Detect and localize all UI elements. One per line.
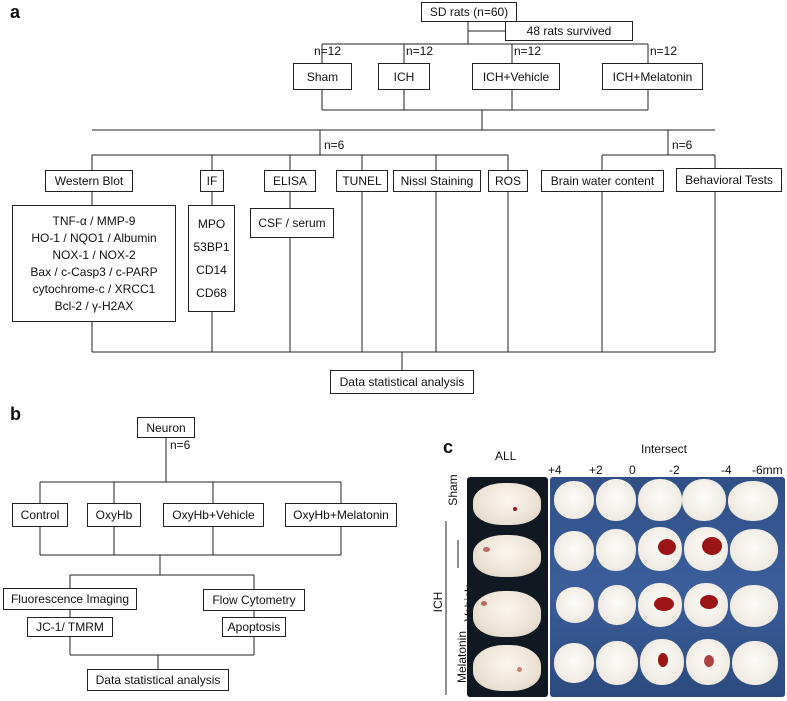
survived-box: 48 rats survived [505,21,633,41]
group-n-ich: n=12 [406,44,434,58]
assay-nissl: Nissl Staining [393,170,481,192]
panel-label-a: a [10,2,21,22]
group-box-vehicle: ICH+Vehicle [472,63,560,90]
final-analysis-b: Data statistical analysis [87,669,229,691]
split-label-right: n=6 [672,138,693,152]
brain-photo-whole [467,477,548,697]
group-n-vehicle: n=12 [514,44,542,58]
western-target: TNF-α / MMP-9 [52,213,136,228]
method-flow-detail: Apoptosis [222,617,286,637]
method-fluorescence-detail: JC-1/ TMRM [27,617,113,637]
assay-ros: ROS [488,170,528,192]
if-target: MPO [197,216,226,231]
western-target: cytochrome-c / XRCC1 [32,282,156,297]
if-target: 53BP1 [193,239,230,254]
group-box-ich: ICH [378,63,430,90]
group-oxyhb-melatonin: OxyHb+Melatonin [285,503,397,527]
position-label: 0 [629,463,636,477]
assay-tunel: TUNEL [336,170,388,192]
assay-western-blot: Western Blot [45,170,133,192]
if-target: CD14 [196,263,227,278]
row-label-sham: Sham [446,474,460,506]
position-label: +4 [548,463,562,477]
assay-if: IF [200,170,224,192]
western-target: HO-1 / NQO1 / Albumin [31,230,157,245]
western-target: Bax / c-Casp3 / c-PARP [30,265,158,280]
assay-elisa: ELISA [264,170,316,192]
position-label: -6mm [752,463,783,477]
position-label: +2 [589,463,603,477]
root-box: SD rats (n=60) [421,2,517,22]
all-label: ALL [495,449,517,463]
western-target: Bcl-2 / γ-H2AX [54,299,134,314]
panel-label-c: c [443,437,454,457]
if-targets: MPO 53BP1 CD14 CD68 [188,205,235,312]
assay-brain-water: Brain water content [541,170,664,192]
western-blot-targets: TNF-α / MMP-9 HO-1 / NQO1 / Albumin NOX-… [12,205,176,322]
neuron-box: Neuron [137,417,195,438]
group-box-melatonin: ICH+Melatonin [602,63,703,90]
position-label: -4 [721,463,732,477]
elisa-sample: CSF / serum [250,208,334,238]
group-box-sham: Sham [293,63,352,90]
group-n-sham: n=12 [314,44,342,58]
assay-behavioral: Behavioral Tests [676,168,782,192]
if-target: CD68 [196,286,227,301]
neuron-n: n=6 [170,438,191,452]
split-label-left: n=6 [324,138,345,152]
group-n-melatonin: n=12 [650,44,678,58]
intersect-label: Intersect [641,442,688,456]
method-flow-cytometry: Flow Cytometry [203,589,305,611]
group-oxyhb: OxyHb [87,503,141,527]
method-fluorescence: Fluorescence Imaging [3,588,137,610]
panel-label-b: b [10,404,21,424]
group-control: Control [12,503,68,527]
group-oxyhb-vehicle: OxyHb+Vehicle [163,503,264,527]
final-analysis-a: Data statistical analysis [330,370,474,394]
brain-photo-slices [550,477,785,697]
group-label-ich: ICH [431,591,445,613]
western-target: NOX-1 / NOX-2 [52,247,136,262]
position-label: -2 [669,463,680,477]
